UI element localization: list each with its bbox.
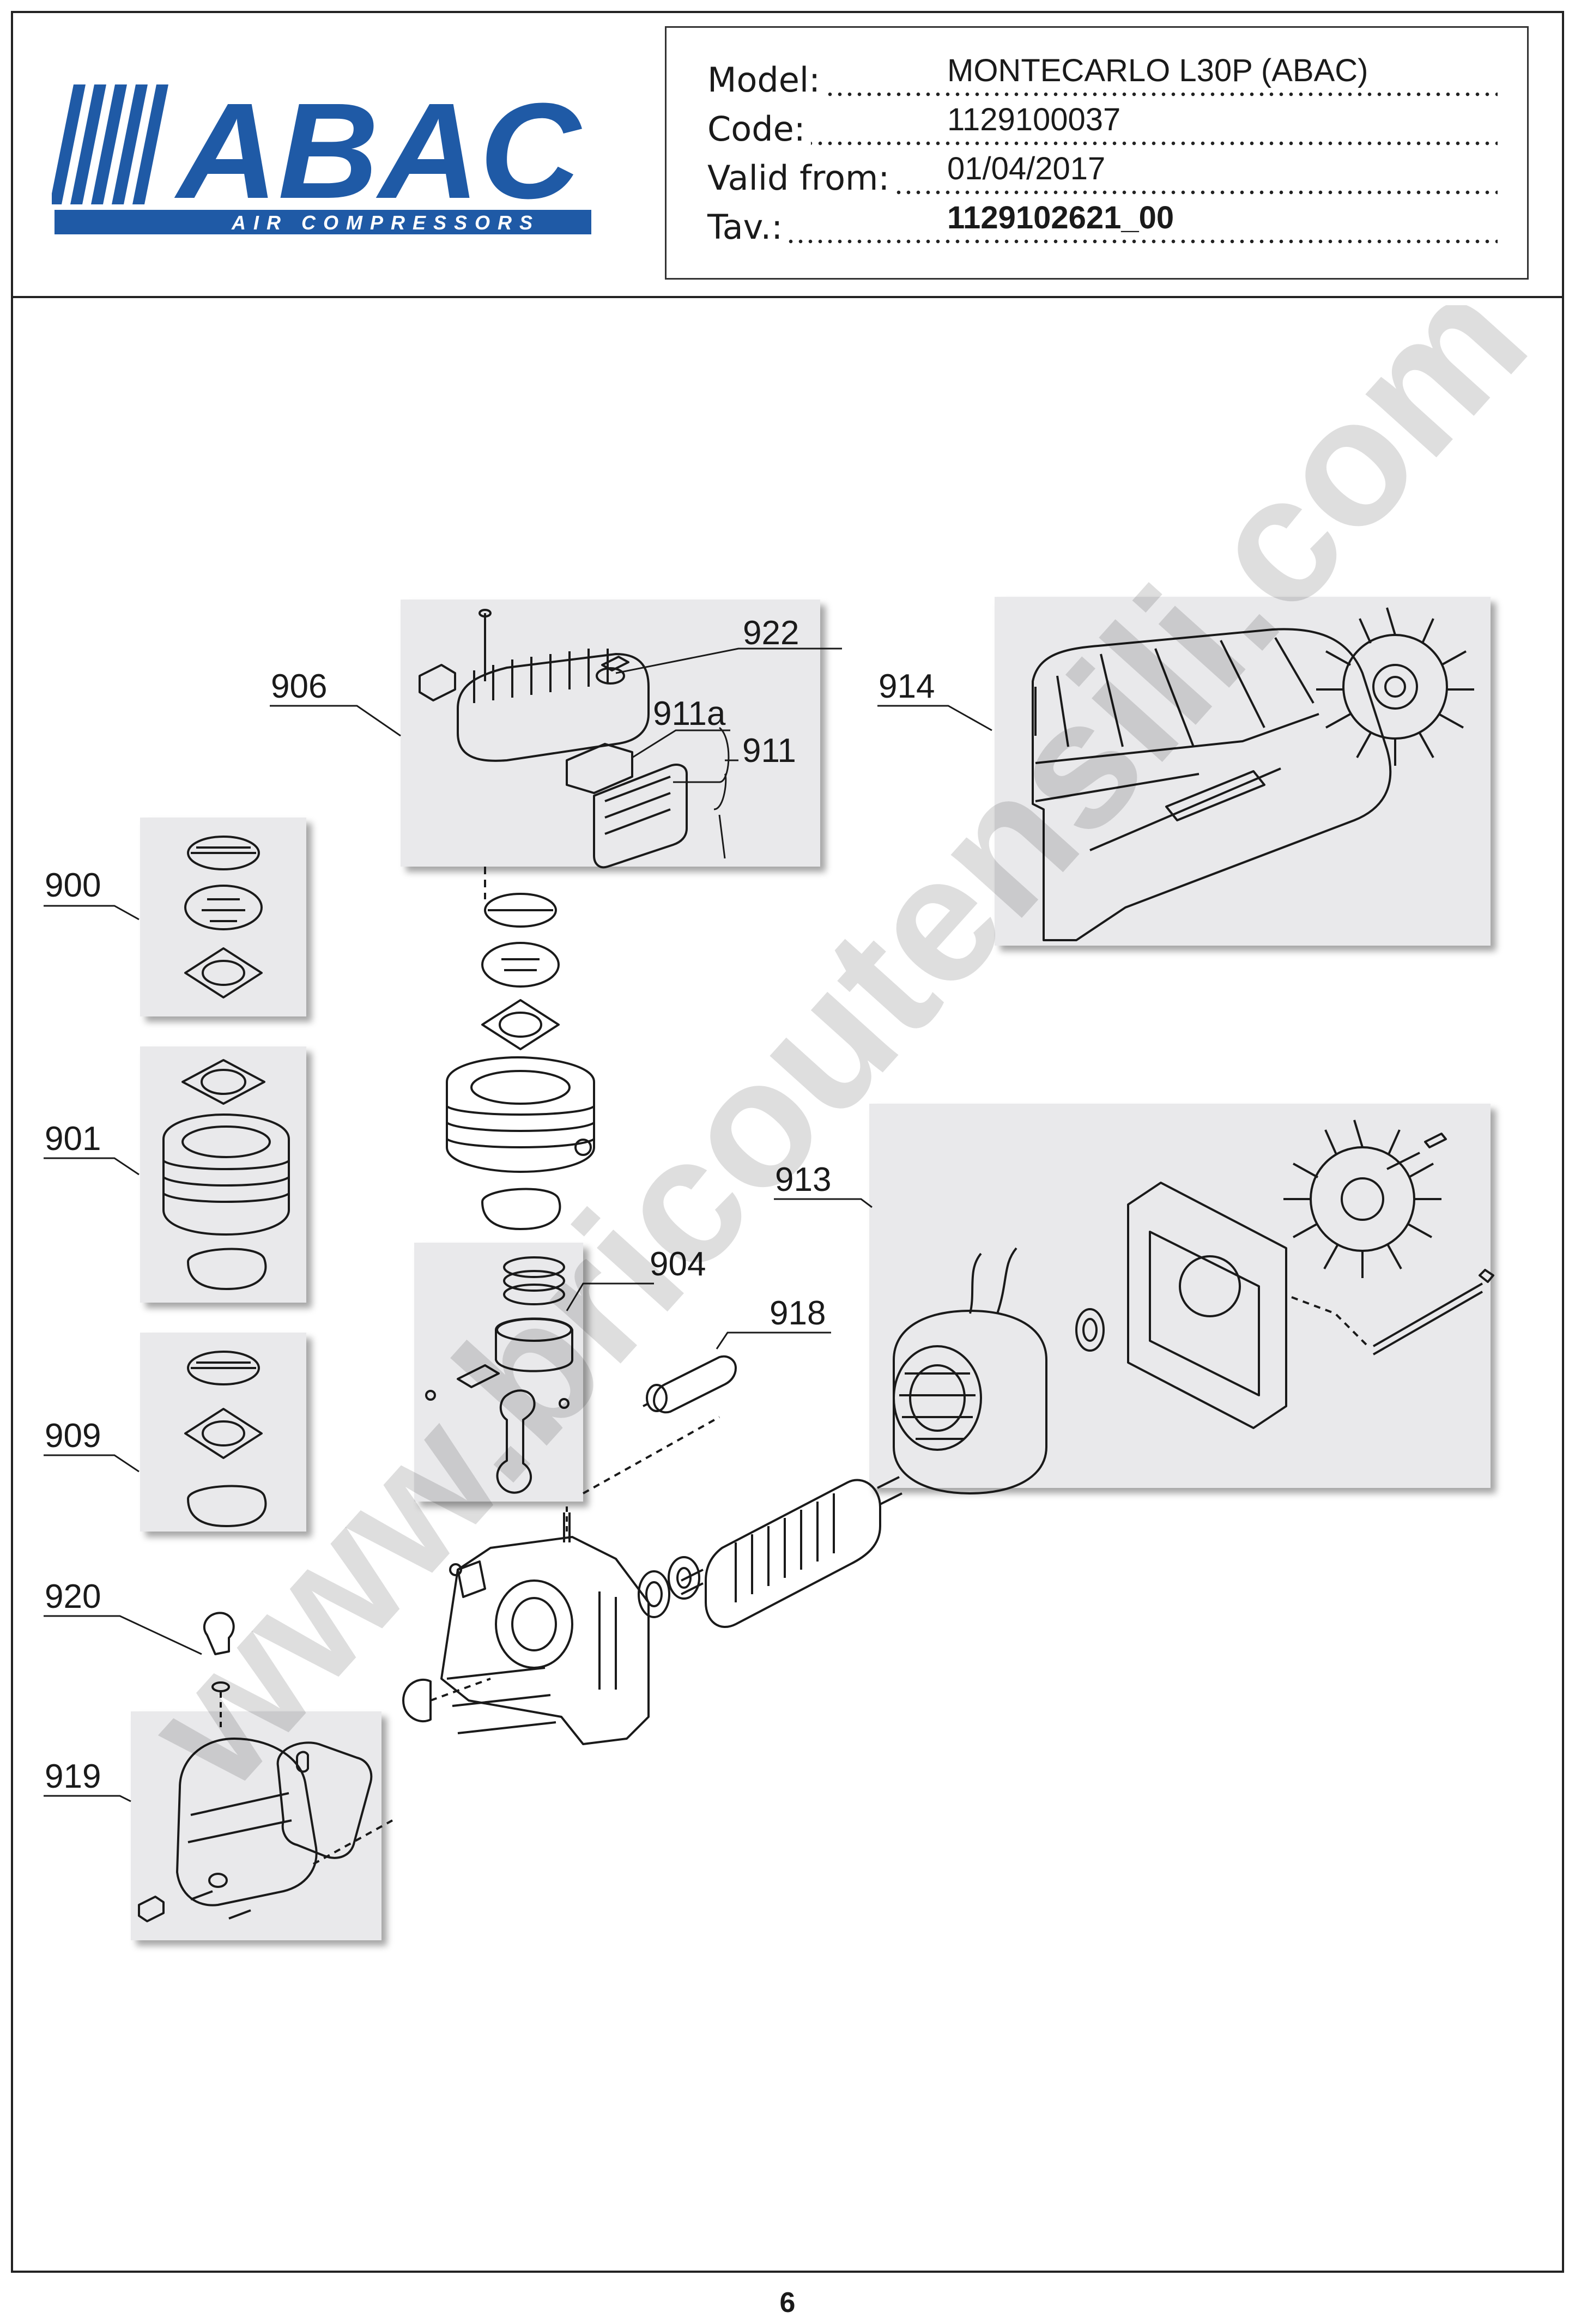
leader-909 (44, 1454, 140, 1473)
callout-918: 918 (770, 1294, 826, 1332)
watermark-text: www.bricoutensili.com (106, 305, 1563, 1826)
page-frame (11, 11, 1564, 2273)
tav-label: Tav.: (707, 207, 789, 247)
header-divider (11, 296, 1564, 298)
cylinder-901-drawing (162, 1059, 290, 1290)
breather-and-cover-drawing (138, 1612, 393, 1922)
callout-904: 904 (650, 1245, 706, 1283)
callout-901: 901 (45, 1120, 101, 1158)
svg-text:AIR COMPRESSORS: AIR COMPRESSORS (231, 211, 540, 234)
model-row: Model: MONTECARLO L30P (ABAC) (707, 53, 1498, 104)
callout-911: 911 (742, 732, 796, 770)
central-cylinder-stack-drawing (446, 867, 595, 1230)
leader-922 (615, 647, 842, 674)
model-label: Model: (707, 60, 826, 100)
crankcase-drawing (402, 1536, 650, 1745)
code-row: Code: 1129100037 (707, 102, 1498, 153)
callout-920: 920 (45, 1578, 101, 1615)
model-info-box: Model: MONTECARLO L30P (ABAC) Code: 1129… (665, 26, 1529, 280)
leader-904 (566, 1282, 654, 1311)
callout-909: 909 (45, 1417, 101, 1455)
piston-kit-904-drawing (425, 1256, 573, 1494)
motor-stator-913-drawing (893, 1119, 1494, 1494)
model-value: MONTECARLO L30P (ABAC) (947, 53, 1368, 88)
valid-from-row: Valid from: 01/04/2017 (707, 151, 1498, 202)
abac-logo: ABAC AIR COMPRESSORS (52, 79, 591, 234)
cylinder-head-drawing (419, 609, 688, 869)
gasket-kit-900-drawing (184, 836, 263, 998)
tav-row: Tav.: 1129102621_00 (707, 200, 1498, 251)
leader-900 (44, 905, 140, 921)
rotor-and-bearings-drawing (563, 1416, 902, 1628)
callout-922: 922 (743, 614, 799, 652)
leader-913 (774, 1198, 873, 1208)
leader-901 (44, 1157, 140, 1176)
panel-piston-kit-904 (414, 1243, 583, 1502)
panel-fan-cover (995, 597, 1491, 946)
exploded-parts-diagram: 922 906 911a 911 914 900 901 913 904 918… (44, 305, 1564, 1940)
code-label: Code: (707, 109, 811, 149)
callout-919: 919 (45, 1758, 101, 1795)
leader-919 (44, 1795, 131, 1802)
callout-913: 913 (775, 1161, 831, 1199)
tav-value: 1129102621_00 (947, 200, 1174, 235)
callout-911a: 911a (653, 695, 726, 733)
page-number: 6 (779, 2287, 796, 2319)
valid-from-value: 01/04/2017 (947, 151, 1106, 186)
panel-crankcase-cover-919 (131, 1711, 381, 1940)
capacitor-918-drawing (643, 1355, 737, 1414)
leader-911-bracket (673, 727, 738, 859)
dotted-leader (707, 141, 1498, 146)
leader-906 (270, 705, 401, 737)
dotted-leader (707, 239, 1498, 244)
leader-920 (44, 1615, 202, 1655)
valid-from-label: Valid from: (707, 158, 895, 198)
leader-911a (632, 729, 730, 759)
panel-cylinder-901 (140, 1046, 306, 1303)
svg-text:ABAC: ABAC (174, 79, 583, 227)
leader-914 (877, 705, 992, 731)
panel-gasket-kit-909 (140, 1333, 306, 1532)
dotted-leader (707, 190, 1498, 195)
panel-cylinder-head (401, 600, 820, 867)
callout-914: 914 (879, 668, 935, 705)
panel-gasket-kit-900 (140, 818, 306, 1016)
dotted-leader (707, 92, 1498, 96)
callout-906: 906 (271, 668, 327, 705)
fan-cover-drawing (1032, 607, 1474, 941)
code-value: 1129100037 (947, 102, 1121, 137)
leader-918 (716, 1332, 831, 1349)
gasket-kit-909-drawing (184, 1351, 267, 1527)
callout-900: 900 (45, 867, 101, 904)
